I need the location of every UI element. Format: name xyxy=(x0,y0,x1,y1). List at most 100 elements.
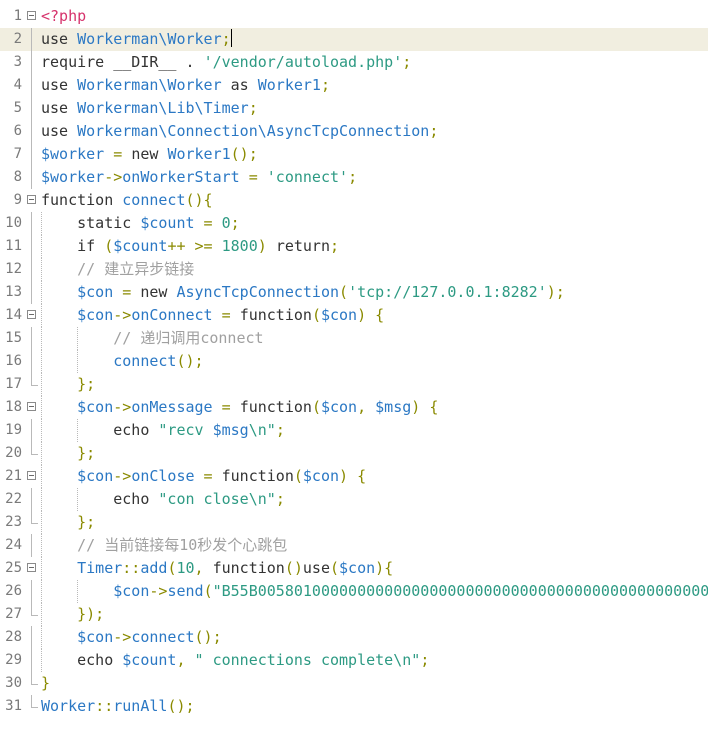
code-token: ; xyxy=(429,122,439,140)
code-line[interactable]: 15 // 递归调用connect xyxy=(0,327,708,350)
code-token: ( xyxy=(339,283,349,301)
code-line[interactable]: 17 }; xyxy=(0,373,708,396)
code-line[interactable]: 29 echo $count, " connections complete\n… xyxy=(0,649,708,672)
code-line[interactable]: 25 Timer::add(10, function()use($con){ xyxy=(0,557,708,580)
code-line[interactable]: 18 $con->onMessage = function($con, $msg… xyxy=(0,396,708,419)
code-text[interactable]: $con->onConnect = function($con) { xyxy=(41,304,384,327)
code-text[interactable]: use Workerman\Worker as Worker1; xyxy=(41,74,330,97)
code-text[interactable]: use Workerman\Lib\Timer; xyxy=(41,97,258,120)
code-line[interactable]: 27 }); xyxy=(0,603,708,626)
code-text[interactable]: connect(); xyxy=(41,350,203,373)
code-line[interactable]: 8$worker->onWorkerStart = 'connect'; xyxy=(0,166,708,189)
fold-toggle-icon[interactable] xyxy=(27,563,36,572)
code-text[interactable]: $con->onMessage = function($con, $msg) { xyxy=(41,396,438,419)
indent-guide xyxy=(41,511,42,534)
fold-range-line xyxy=(31,120,32,143)
code-token: onConnect xyxy=(131,306,213,324)
code-token: connect xyxy=(113,352,177,370)
code-line[interactable]: 19 echo "recv $msg\n"; xyxy=(0,419,708,442)
code-line[interactable]: 10 static $count = 0; xyxy=(0,212,708,235)
fold-toggle-icon[interactable] xyxy=(27,402,36,411)
fold-toggle-icon[interactable] xyxy=(27,471,36,480)
code-text[interactable]: use Workerman\Worker; xyxy=(41,28,232,51)
code-token: AsyncTcpConnection xyxy=(176,283,340,301)
code-text[interactable]: static $count = 0; xyxy=(41,212,240,235)
code-line[interactable]: 7$worker = new Worker1(); xyxy=(0,143,708,166)
code-text[interactable]: <?php xyxy=(41,5,86,28)
fold-toggle-icon[interactable] xyxy=(27,310,36,319)
code-token: $count xyxy=(113,237,168,255)
code-text[interactable]: } xyxy=(41,672,50,695)
code-line[interactable]: 1<?php xyxy=(0,5,708,28)
line-number: 12 xyxy=(5,261,22,277)
code-text[interactable]: Timer::add(10, function()use($con){ xyxy=(41,557,393,580)
code-token: }; xyxy=(41,375,96,393)
code-text[interactable]: echo "con close\n"; xyxy=(41,488,285,511)
code-token: function xyxy=(239,306,312,324)
code-line[interactable]: 28 $con->connect(); xyxy=(0,626,708,649)
code-token: ; xyxy=(320,76,330,94)
code-token: ; xyxy=(402,53,412,71)
code-text[interactable]: $con->connect(); xyxy=(41,626,222,649)
code-line[interactable]: 13 $con = new AsyncTcpConnection('tcp://… xyxy=(0,281,708,304)
code-text[interactable]: require __DIR__ . '/vendor/autoload.php'… xyxy=(41,51,411,74)
code-line[interactable]: 12 // 建立异步链接 xyxy=(0,258,708,281)
fold-toggle-icon[interactable] xyxy=(27,11,36,20)
code-token: -> xyxy=(149,582,168,600)
code-text[interactable]: echo $count, " connections complete\n"; xyxy=(41,649,429,672)
code-text[interactable]: // 建立异步链接 xyxy=(41,258,194,281)
code-token: 'tcp://127.0.0.1:8282' xyxy=(348,283,547,301)
code-token: Timer xyxy=(77,559,123,577)
code-line[interactable]: 24 // 当前链接每10秒发个心跳包 xyxy=(0,534,708,557)
code-line[interactable]: 21 $con->onClose = function($con) { xyxy=(0,465,708,488)
fold-range-line xyxy=(31,649,32,672)
code-text[interactable]: Worker::runAll(); xyxy=(41,695,195,718)
code-token: ( xyxy=(311,398,321,416)
line-number: 23 xyxy=(5,514,22,530)
code-text[interactable]: }; xyxy=(41,442,95,465)
code-text[interactable]: // 递归调用connect xyxy=(41,327,263,350)
code-text[interactable]: // 当前链接每10秒发个心跳包 xyxy=(41,534,287,557)
code-token: $con xyxy=(320,398,358,416)
code-line[interactable]: 20 }; xyxy=(0,442,708,465)
code-token xyxy=(41,398,77,416)
code-text[interactable]: $con->onClose = function($con) { xyxy=(41,465,366,488)
code-token: "con close\n" xyxy=(158,490,276,508)
code-text[interactable]: function connect(){ xyxy=(41,189,213,212)
code-text[interactable]: $worker = new Worker1(); xyxy=(41,143,258,166)
code-line[interactable]: 16 connect(); xyxy=(0,350,708,373)
code-line[interactable]: 30} xyxy=(0,672,708,695)
code-text[interactable]: }); xyxy=(41,603,104,626)
code-token: ; xyxy=(275,421,285,439)
code-token: (); xyxy=(194,628,222,646)
code-token: , xyxy=(176,651,195,669)
code-token: use xyxy=(302,559,330,577)
code-line[interactable]: 11 if ($count++ >= 1800) return; xyxy=(0,235,708,258)
code-text[interactable]: use Workerman\Connection\AsyncTcpConnect… xyxy=(41,120,438,143)
code-token: Workerman\Worker xyxy=(77,76,222,94)
code-text[interactable]: $con->send("B55B005801000000000000000000… xyxy=(41,580,708,603)
code-token: = xyxy=(104,145,132,163)
code-text[interactable]: }; xyxy=(41,373,95,396)
code-line[interactable]: 22 echo "con close\n"; xyxy=(0,488,708,511)
code-text[interactable]: if ($count++ >= 1800) return; xyxy=(41,235,339,258)
code-text[interactable]: $con = new AsyncTcpConnection('tcp://127… xyxy=(41,281,565,304)
code-token: }; xyxy=(41,444,96,462)
code-token: $con xyxy=(77,306,114,324)
code-line[interactable]: 26 $con->send("B55B005801000000000000000… xyxy=(0,580,708,603)
fold-toggle-icon[interactable] xyxy=(27,195,36,204)
code-text[interactable]: echo "recv $msg\n"; xyxy=(41,419,285,442)
code-text[interactable]: }; xyxy=(41,511,95,534)
code-line[interactable]: 14 $con->onConnect = function($con) { xyxy=(0,304,708,327)
code-text[interactable]: $worker->onWorkerStart = 'connect'; xyxy=(41,166,357,189)
fold-range-line xyxy=(31,534,32,557)
code-line[interactable]: 23 }; xyxy=(0,511,708,534)
